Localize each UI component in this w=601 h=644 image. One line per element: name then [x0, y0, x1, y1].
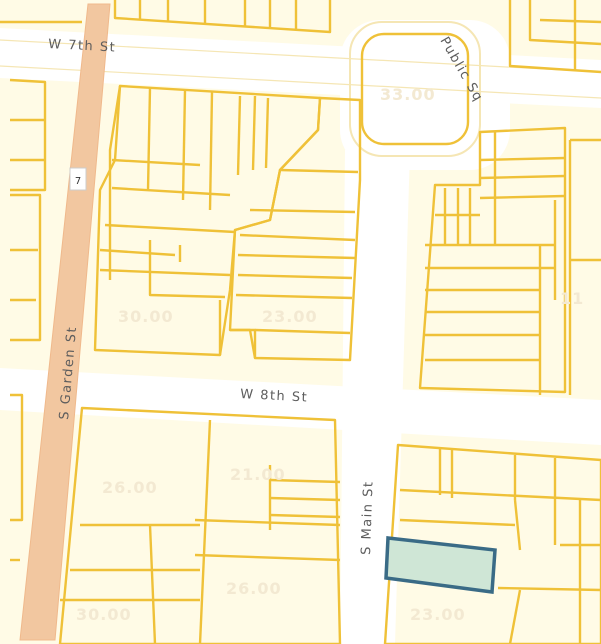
- s-garden-street-road: [19, 3, 111, 641]
- parcels-left-column: [9, 78, 47, 562]
- route-marker-label: 7: [75, 176, 81, 187]
- street-label-w-7th: W 7th St: [48, 37, 117, 56]
- street-label-w-8th: W 8th St: [240, 387, 309, 406]
- parcel-value-label: 21.00: [230, 465, 286, 484]
- public-square-parcel[interactable]: [360, 32, 470, 146]
- parcel-value-label: 11: [560, 289, 584, 308]
- parcel-value-label: 23.00: [262, 307, 318, 326]
- street-label-s-main: S Main St: [359, 480, 377, 555]
- public-square-outline: [349, 21, 481, 157]
- w-8th-street-road: [0, 368, 601, 445]
- parcel-value-label: 30.00: [76, 605, 132, 624]
- parcel-value-square: 33.00: [380, 85, 436, 104]
- parcel-value-label: 26.00: [102, 478, 158, 497]
- parcels-block-center-north: [93, 84, 362, 362]
- parcel-value-label: 26.00: [226, 579, 282, 598]
- selected-parcel[interactable]: [384, 536, 497, 594]
- parcel-value-label: 30.00: [118, 307, 174, 326]
- route-marker: 7: [69, 167, 87, 191]
- parcels-block-center-south: [58, 406, 342, 644]
- parcel-value-label: 23.00: [410, 605, 466, 624]
- parcels-block-east-north: [418, 126, 601, 395]
- parcels-top-row: [0, 0, 601, 74]
